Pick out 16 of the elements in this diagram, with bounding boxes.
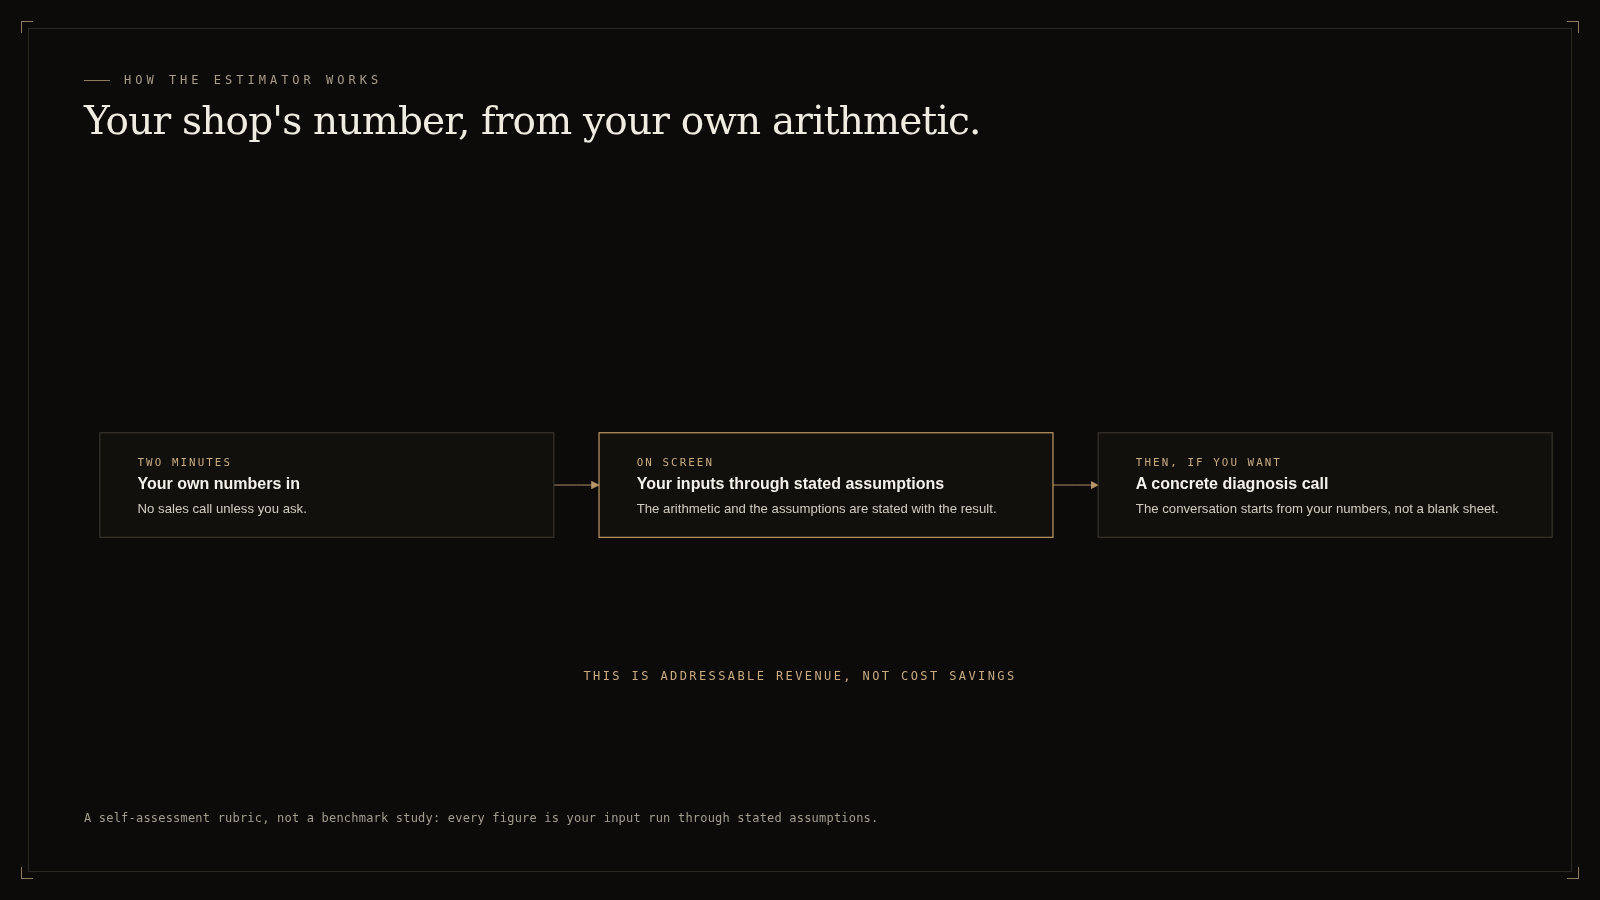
step-box <box>1097 432 1553 538</box>
step-description: The arithmetic and the assumptions are stated with the result. <box>636 499 997 518</box>
step-heading: Your own numbers in <box>137 474 300 495</box>
section-kicker: HOW THE ESTIMATOR WORKS <box>124 73 383 87</box>
slide-title: Your shop's number, from your own arithmetic. <box>84 98 981 143</box>
footnote-text: A self-assessment rubric, not a benchmark study: every figure is your input run through stated assumptions. <box>84 811 879 825</box>
step-kicker: THEN, IF YOU WANT <box>1135 454 1282 471</box>
note-text: THIS IS ADDRESSABLE REVENUE, NOT COST SAVINGS <box>583 669 1017 683</box>
step-heading: A concrete diagnosis call <box>1135 474 1329 495</box>
step-kicker: TWO MINUTES <box>137 454 233 471</box>
step-kicker: ON SCREEN <box>636 454 715 471</box>
step-heading: Your inputs through stated assumptions <box>636 474 945 495</box>
step-description: No sales call unless you ask. <box>137 499 307 518</box>
step-box <box>598 432 1054 538</box>
step-description: The conversation starts from your numbers, not a blank sheet. <box>1135 499 1499 518</box>
step-box <box>99 432 555 538</box>
